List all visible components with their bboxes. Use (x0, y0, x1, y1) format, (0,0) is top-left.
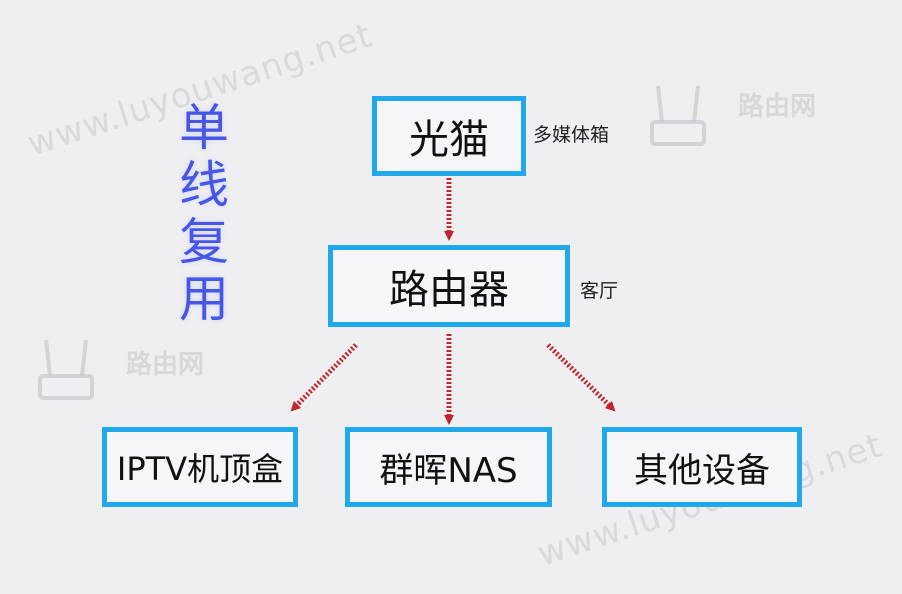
node-router-label: 路由器 (389, 267, 509, 313)
node-iptv-label: IPTV机顶盒 (116, 450, 284, 488)
title-char: 线 (179, 156, 229, 214)
watermark-router-icon (38, 339, 94, 400)
watermark-brand-text: 路由网 (738, 92, 817, 122)
node-iptv: IPTV机顶盒 (102, 427, 298, 507)
node-modem: 光猫 (372, 96, 526, 176)
title-char: 用 (179, 270, 229, 328)
title-char: 复 (179, 213, 229, 271)
diagram-title: 单 线 复 用 (176, 100, 232, 328)
node-router: 路由器 (328, 245, 570, 327)
title-char: 单 (179, 99, 229, 157)
arrow-router-to-other (546, 343, 616, 412)
watermark-router-icon (650, 85, 706, 146)
node-other-devices: 其他设备 (602, 427, 802, 507)
watermark-brand-text: 路由网 (126, 350, 205, 380)
node-modem-note: 多媒体箱 (533, 124, 610, 146)
node-other-devices-label: 其他设备 (634, 450, 770, 491)
node-router-note: 客厅 (580, 280, 619, 302)
node-modem-label: 光猫 (409, 117, 489, 163)
node-nas: 群晖NAS (345, 427, 552, 507)
node-nas-label: 群晖NAS (379, 450, 518, 491)
arrow-router-to-iptv (290, 343, 358, 412)
